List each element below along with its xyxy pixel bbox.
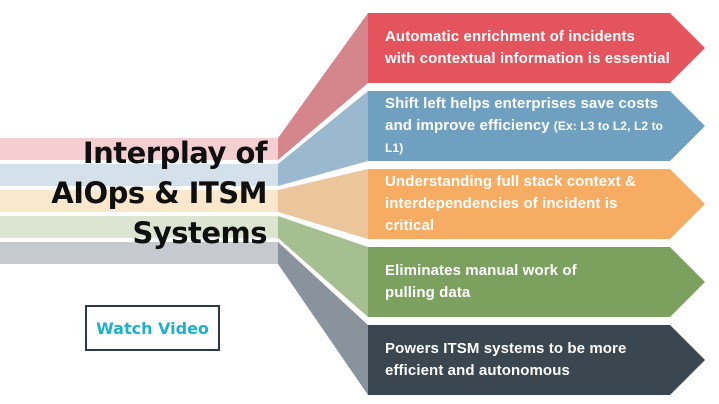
banner-1-line-1: Automatic enrichment of incidents [385,28,635,45]
flow-stripe-1 [0,138,278,160]
banner-arrow-3 [368,169,705,239]
banner-5-label: Powers ITSM systems to be more efficient… [385,325,670,395]
flow-stripe-2 [0,164,278,186]
banner-2-note: (Ex: L3 to L2, L2 to L1) [385,119,664,155]
flow-stripe-3 [0,190,278,212]
watch-video-label: Watch Video [96,318,209,338]
banner-1-line-2: with contextual information is essential [385,50,670,67]
banner-3-line-1: Understanding full stack context & [385,173,636,190]
banner-arrow-1 [368,13,705,83]
banner-3-line-2: interdependencies of incident is critica… [385,195,618,234]
banner-5-line-2: efficient and autonomous [385,362,570,379]
banner-arrow-4 [368,247,705,317]
banner-4-line-1: Eliminates manual work of [385,262,577,279]
banner-2-line-2: and improve efficiency(Ex: L3 to L2, L2 … [385,117,664,155]
flow-connector-5 [278,242,368,395]
flow-stripe-4 [0,216,278,238]
banner-2-label: Shift left helps enterprises save costs … [385,91,670,161]
banner-4-label: Eliminates manual work of pulling data [385,247,670,317]
banner-arrow-5 [368,325,705,395]
banner-3-label: Understanding full stack context & inter… [385,169,670,239]
page-title-line-2: AIOps & ITSM [51,176,267,210]
banner-4-line-2: pulling data [385,284,471,301]
banner-5-line-1: Powers ITSM systems to be more [385,340,627,357]
banner-1-label: Automatic enrichment of incidents with c… [385,13,670,83]
flow-connector-3 [278,169,368,239]
banner-2-line-1: Shift left helps enterprises save costs [385,95,659,112]
flow-connector-2 [278,91,368,186]
banner-arrow-2 [368,91,705,161]
flow-connector-1 [278,13,368,160]
flow-stripe-5 [0,242,278,264]
watch-video-button[interactable]: Watch Video [85,305,220,351]
page-title-line-3: Systems [132,216,267,250]
flow-connector-4 [278,216,368,317]
page-title-line-1: Interplay of [82,136,268,170]
page-title: Interplay of AIOps & ITSM Systems [0,133,267,253]
